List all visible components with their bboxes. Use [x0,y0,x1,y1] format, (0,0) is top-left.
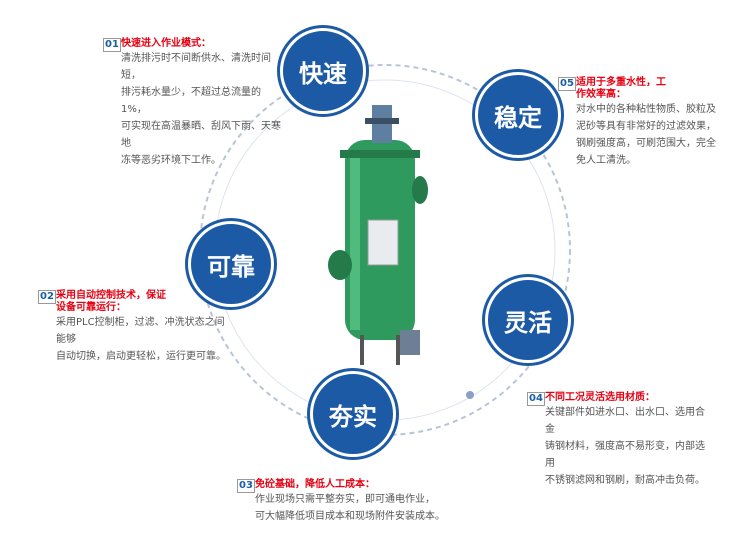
feature-01: 01 快速进入作业模式： 清洗排污时不间断供水、清洗时间短， 排污耗水量少，不超… [103,38,283,169]
feature-line: 免人工清洗。 [576,155,636,166]
feature-02: 02 采用自动控制技术，保证设备可靠运行： 采用PLC控制柜，过滤、冲洗状态之间… [38,290,233,365]
feature-line: 自动切换，启动更轻松，运行更可靠。 [56,351,226,362]
badge-flexible: 灵活 [485,277,571,363]
feature-number: 02 [38,290,56,304]
feature-line: 可大幅降低项目成本和现场附件安装成本。 [255,511,445,522]
feature-line: 冻等恶劣环境下工作。 [121,155,221,166]
feature-line: 不锈钢滤网和钢刷，耐高冲击负荷。 [545,475,705,486]
feature-03: 03 免砼基础，降低人工成本： 作业现场只需平整夯实，即可通电作业， 可大幅降低… [237,479,447,525]
feature-line: 关键部件如进水口、出水口、选用合金 [545,407,705,435]
feature-title: 快速进入作业模式： [121,38,211,49]
feature-line: 可实现在高温暴晒、刮风下雨、天寒地 [121,121,281,149]
feature-title: 不同工况灵活选用材质： [545,392,655,403]
feature-line: 钢刷强度高，可刷范围大，完全 [576,138,716,149]
badge-reliable: 可靠 [188,221,274,307]
feature-line: 铸钢材料，强度高不易形变，内部选用 [545,441,705,469]
feature-number: 04 [527,392,545,406]
feature-line: 清洗排污时不间断供水、清洗时间短， [121,53,271,81]
feature-line: 对水中的各种粘性物质、胶粒及 [576,104,716,115]
badge-fast: 快速 [280,28,366,114]
feature-line: 泥砂等具有非常好的过滤效果， [576,121,716,132]
badge-stable: 稳定 [475,72,561,158]
feature-number: 01 [103,38,121,52]
filter-tank-image [328,105,428,365]
feature-04: 04 不同工况灵活选用材质： 关键部件如进水口、出水口、选用合金 铸钢材料，强度… [527,392,707,489]
feature-line: 采用PLC控制柜，过滤、冲洗状态之间能够 [56,317,225,345]
feature-line: 作业现场只需平整夯实，即可通电作业， [255,494,435,505]
feature-title: 免砼基础，降低人工成本： [255,479,375,490]
feature-number: 03 [237,479,255,493]
feature-number: 05 [558,77,576,91]
feature-title: 采用自动控制技术，保证设备可靠运行： [56,290,166,313]
feature-title: 适用于多重水性，工作效率高： [576,77,666,100]
feature-05: 05 适用于多重水性，工作效率高： 对水中的各种粘性物质、胶粒及 泥砂等具有非常… [558,77,718,169]
badge-solid: 夯实 [310,371,396,457]
feature-line: 排污耗水量少，不超过总流量的1%， [121,87,261,115]
